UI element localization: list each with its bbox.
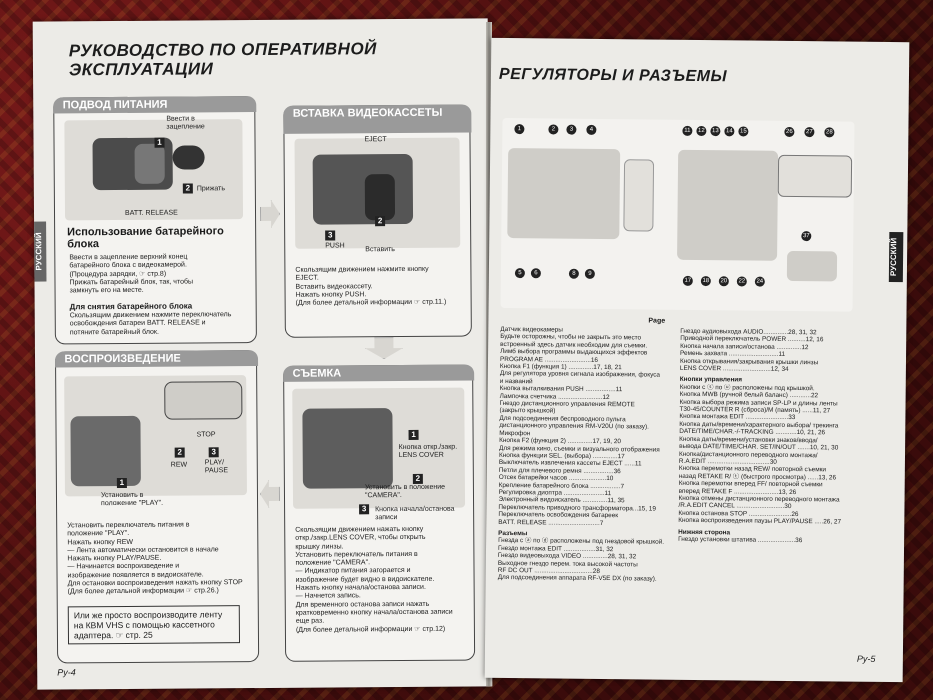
- right-page: РЕГУЛЯТОРЫ И РАЗЪЕМЫ 1 2 3 4 11 12 13 14…: [484, 37, 910, 683]
- left-page: РУКОВОДСТВО ПО ОПЕРАТИВНОЙ ЭКСПЛУАТАЦИИ …: [32, 18, 493, 690]
- battery-remove-heading: Для снятия батарейного блока: [69, 301, 193, 312]
- left-title-line1: РУКОВОДСТВО ПО ОПЕРАТИВНОЙ: [68, 39, 377, 61]
- callout-22: 22: [736, 276, 747, 287]
- adapter-note: Или же просто воспроизводите ленту на КВ…: [67, 605, 241, 645]
- callout-1: 1: [514, 124, 525, 135]
- cassette-illustration: [294, 137, 461, 249]
- step-1-badge: 1: [154, 137, 165, 148]
- callout-9: 9: [584, 268, 595, 279]
- viewfinder-image: [172, 145, 205, 170]
- callout-26: 26: [784, 126, 795, 138]
- diagram-camcorder-front: [507, 148, 621, 240]
- step-2-badge: 2: [182, 183, 193, 194]
- battery-image: [134, 143, 165, 184]
- callout-37: 37: [801, 231, 812, 242]
- callout-13: 13: [710, 126, 721, 137]
- label-insert-cassette: Вставить: [365, 246, 395, 254]
- flow-arrow-right: [260, 200, 280, 228]
- callout-5: 5: [514, 268, 525, 279]
- diagram-jack-panel: [623, 159, 655, 232]
- label-stop: STOP: [196, 431, 216, 439]
- step-1-badge-p: 1: [116, 477, 127, 489]
- callout-2: 2: [548, 124, 559, 135]
- step-2-badge-s: 2: [412, 473, 423, 484]
- label-batt-release: BATT. RELEASE: [124, 209, 178, 217]
- camcorder-open-image: [312, 153, 414, 225]
- callout-24: 24: [754, 276, 765, 287]
- playback-illustration: [64, 375, 247, 497]
- label-press: Прижать: [196, 185, 225, 193]
- callout-15: 15: [738, 126, 749, 137]
- label-play-pause: PLAY/ PAUSE: [204, 459, 229, 475]
- label-start-stop: Кнопка начала/останова записи: [375, 505, 455, 522]
- label-insert: Ввести в зацепление: [166, 115, 205, 131]
- callout-28: 28: [824, 127, 835, 138]
- label-eject: EJECT: [364, 136, 387, 144]
- playback-section: ВОСПРОИЗВЕДЕНИЕ STOP 2 3 REW PLAY/ PAUSE…: [54, 349, 260, 664]
- parts-list-2: Гнездо аудиовыхода AUDIO..............28…: [678, 328, 860, 545]
- playback-header: ВОСПРОИЗВЕДЕНИЕ: [54, 349, 258, 367]
- flow-arrow-down: [365, 337, 403, 359]
- step-2-badge-c: 2: [375, 216, 386, 227]
- label-camera-mode: Установить в положение "CAMERA".: [364, 483, 446, 500]
- step-3-badge: 3: [325, 230, 336, 241]
- step-2-badge-p: 2: [174, 447, 185, 458]
- page-column-label: Page: [648, 317, 666, 325]
- label-play-mode: Установить в положение "PLAY".: [100, 491, 164, 508]
- callout-3: 3: [566, 124, 577, 135]
- camcorder-shoot-image: [302, 408, 393, 489]
- right-title: РЕГУЛЯТОРЫ И РАЗЪЕМЫ: [498, 65, 728, 86]
- callout-27: 27: [804, 127, 815, 138]
- callout-6: 6: [530, 268, 541, 279]
- callout-4: 4: [586, 124, 597, 135]
- controls-diagram: 1 2 3 4 11 12 13 14 15 26 27 28 5 6 8 9 …: [500, 117, 855, 312]
- callout-8: 8: [568, 268, 579, 279]
- step-1-badge-s: 1: [408, 429, 419, 440]
- camcorder-rear-image: [70, 415, 141, 487]
- callout-18: 18: [700, 276, 711, 287]
- battery-use-heading: Использование батарейного блока: [67, 225, 224, 251]
- cassette-image: [364, 174, 396, 221]
- left-title: РУКОВОДСТВО ПО ОПЕРАТИВНОЙ ЭКСПЛУАТАЦИИ: [69, 39, 377, 79]
- power-section: ПОДВОД ПИТАНИЯ Ввести в зацепление 1 2 П…: [52, 95, 257, 345]
- left-page-number: Ру-4: [57, 667, 76, 678]
- label-rew: REW: [170, 461, 188, 469]
- cassette-section: ВСТАВКА ВИДЕОКАССЕТЫ EJECT 3 2 PUSH Вста…: [282, 104, 472, 338]
- callout-11: 11: [682, 125, 693, 136]
- right-page-number: Ру-5: [856, 653, 876, 664]
- left-side-tab: РУССКИЙ: [34, 221, 47, 282]
- step-3-badge-p: 3: [208, 447, 219, 458]
- battery-remove-text: Скользящим движением нажмите переключате…: [69, 311, 232, 336]
- diagram-camcorder-rear: [677, 149, 779, 261]
- callout-14: 14: [724, 126, 735, 137]
- shooting-header: СЪЕМКА: [282, 364, 474, 382]
- flow-arrow-left: [260, 480, 280, 508]
- right-side-tab: РУССКИЙ: [888, 232, 904, 283]
- power-header: ПОДВОД ПИТАНИЯ: [52, 95, 256, 113]
- left-title-line2: ЭКСПЛУАТАЦИИ: [68, 59, 214, 80]
- label-lens-cover: Кнопка откр./закр. LENS COVER: [398, 443, 458, 460]
- callout-17: 17: [682, 275, 693, 286]
- diagram-camcorder-bottom: [786, 250, 838, 282]
- cassette-header: ВСТАВКА ВИДЕОКАССЕТЫ: [282, 104, 471, 134]
- power-illustration: [64, 119, 244, 221]
- callout-20: 20: [718, 276, 729, 287]
- control-panel-image: [164, 381, 243, 420]
- shooting-section: СЪЕМКА 1 Кнопка откр./закр. LENS COVER 2…: [282, 364, 476, 662]
- diagram-button-panel: [777, 154, 853, 198]
- label-push: PUSH: [325, 242, 345, 250]
- step-3-badge-s: 3: [359, 504, 370, 515]
- callout-12: 12: [696, 125, 707, 137]
